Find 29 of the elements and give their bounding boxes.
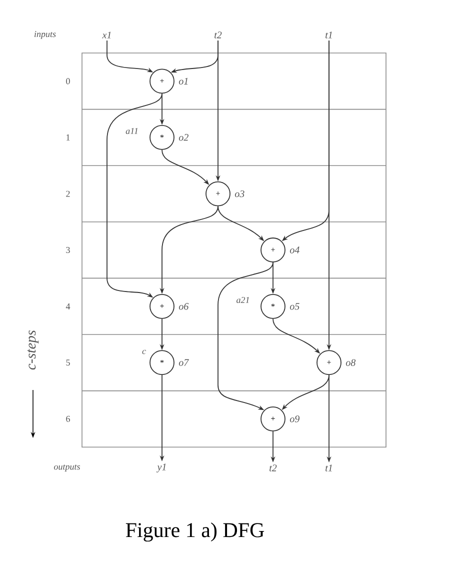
- step-number: 3: [66, 246, 70, 254]
- operation-name: o8: [346, 359, 356, 366]
- operation-name: o5: [290, 303, 300, 310]
- operation-name: o4: [290, 246, 300, 254]
- signal-label: t1: [326, 32, 332, 38]
- operation-name: o9: [290, 416, 300, 422]
- signal-label: outputs: [54, 464, 80, 472]
- signal-label: c: [142, 350, 146, 354]
- operation-name: o6: [178, 303, 189, 310]
- signal-label: t1: [326, 464, 332, 472]
- signal-label: a11: [126, 128, 138, 134]
- step-number: 0: [66, 78, 70, 84]
- signal-label: inputs: [34, 31, 56, 39]
- operation-name: o2: [178, 134, 188, 141]
- step-number: 4: [66, 303, 70, 310]
- signal-label: a21: [236, 296, 249, 304]
- signal-label: t2: [270, 464, 277, 472]
- step-number: 6: [66, 416, 70, 422]
- caption: Figure 1 a) DFG: [126, 522, 264, 542]
- signal-label: t2: [214, 32, 222, 38]
- operation-name: o7: [178, 359, 189, 366]
- operation-name: o3: [234, 190, 244, 198]
- operation-name: o1: [178, 78, 188, 85]
- signal-label: x1: [102, 32, 111, 38]
- step-number: 2: [66, 190, 70, 197]
- step-number: 1: [66, 134, 70, 140]
- signal-label: y1: [156, 464, 166, 472]
- step-number: 5: [66, 360, 70, 366]
- axis-label: c-steps: [27, 330, 39, 370]
